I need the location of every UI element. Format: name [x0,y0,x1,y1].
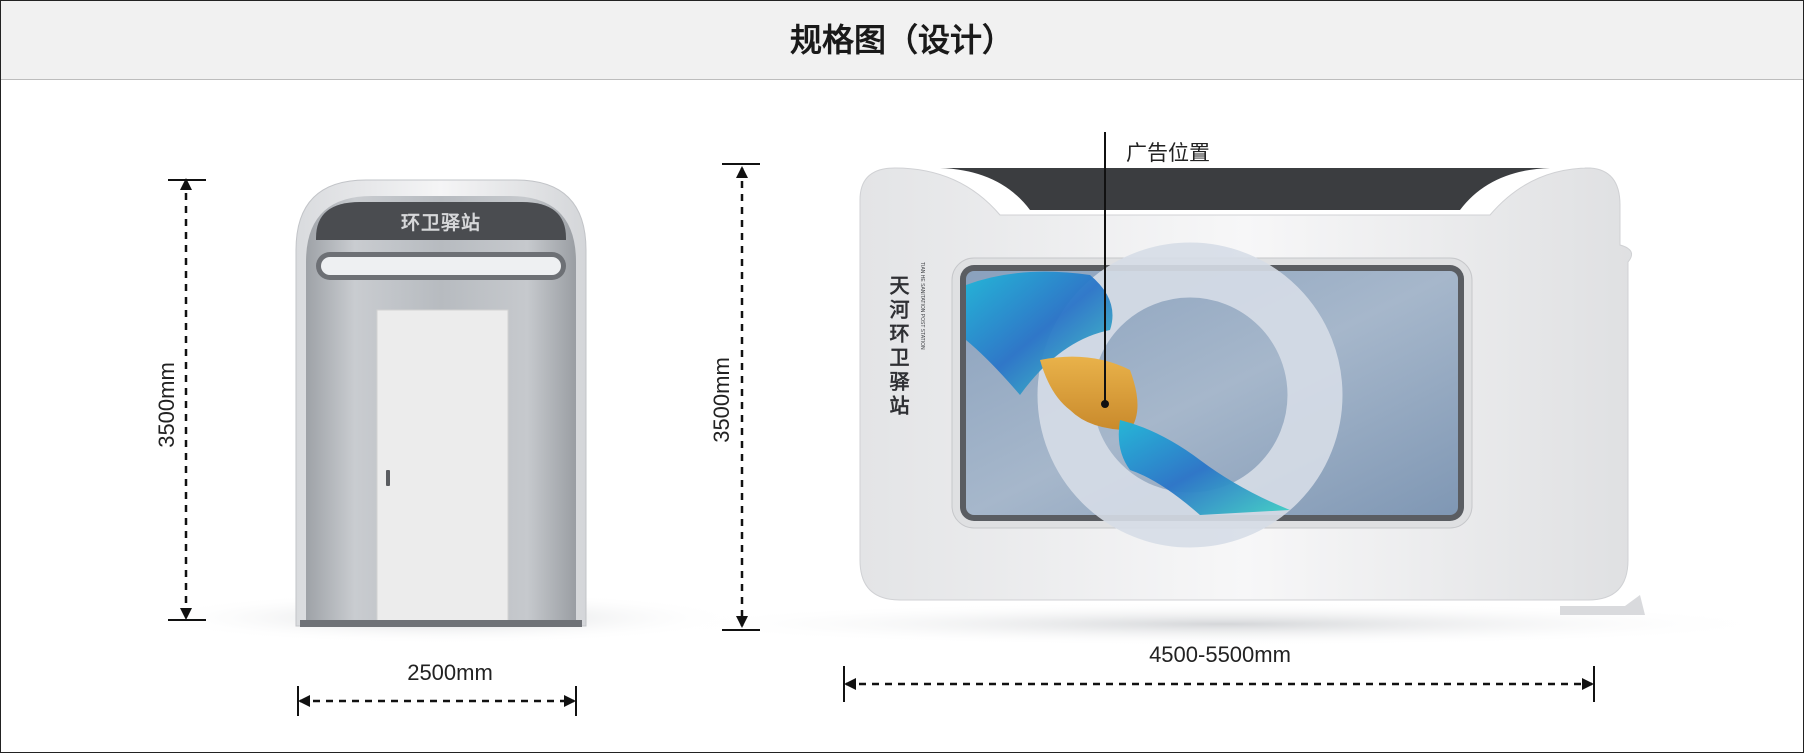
front-base [300,620,582,627]
front-sign-text: 环卫驿站 [401,211,481,234]
front-view: 环卫驿站 3500mm 2500mm [145,178,745,716]
ad-ribbon-blue-bottom [1118,420,1290,515]
front-sign-band [316,202,566,240]
side-length-label: 4500-5500mm [1149,642,1291,667]
front-height-label: 3500mm [154,362,179,448]
side-view: 天河环卫驿站 TIAN HE SANITATION POST STATION 广… [665,132,1785,702]
side-ground-shadow [665,602,1785,646]
side-foot [1560,595,1645,615]
front-light-bar [321,257,561,275]
ad-callout-dot [1101,400,1109,408]
ad-ribbon-gold [1040,356,1138,430]
front-width-label: 2500mm [407,660,493,685]
side-roof-band [940,168,1550,210]
side-height-label: 3500mm [709,357,734,443]
brand-logo: 天河环卫驿站 TIAN HE SANITATION POST STATION [886,262,925,419]
ad-position-label: 广告位置 [1126,142,1210,165]
header-bar: 规格图（设计） [1,1,1803,80]
brand-cn-text: 天河环卫驿站 [886,275,910,419]
ad-ribbon-blue-top [966,271,1113,395]
page-title: 规格图（设计） [789,21,1014,59]
brand-en-text: TIAN HE SANITATION POST STATION [919,262,925,350]
front-door [376,309,509,627]
door-handle [386,470,390,486]
